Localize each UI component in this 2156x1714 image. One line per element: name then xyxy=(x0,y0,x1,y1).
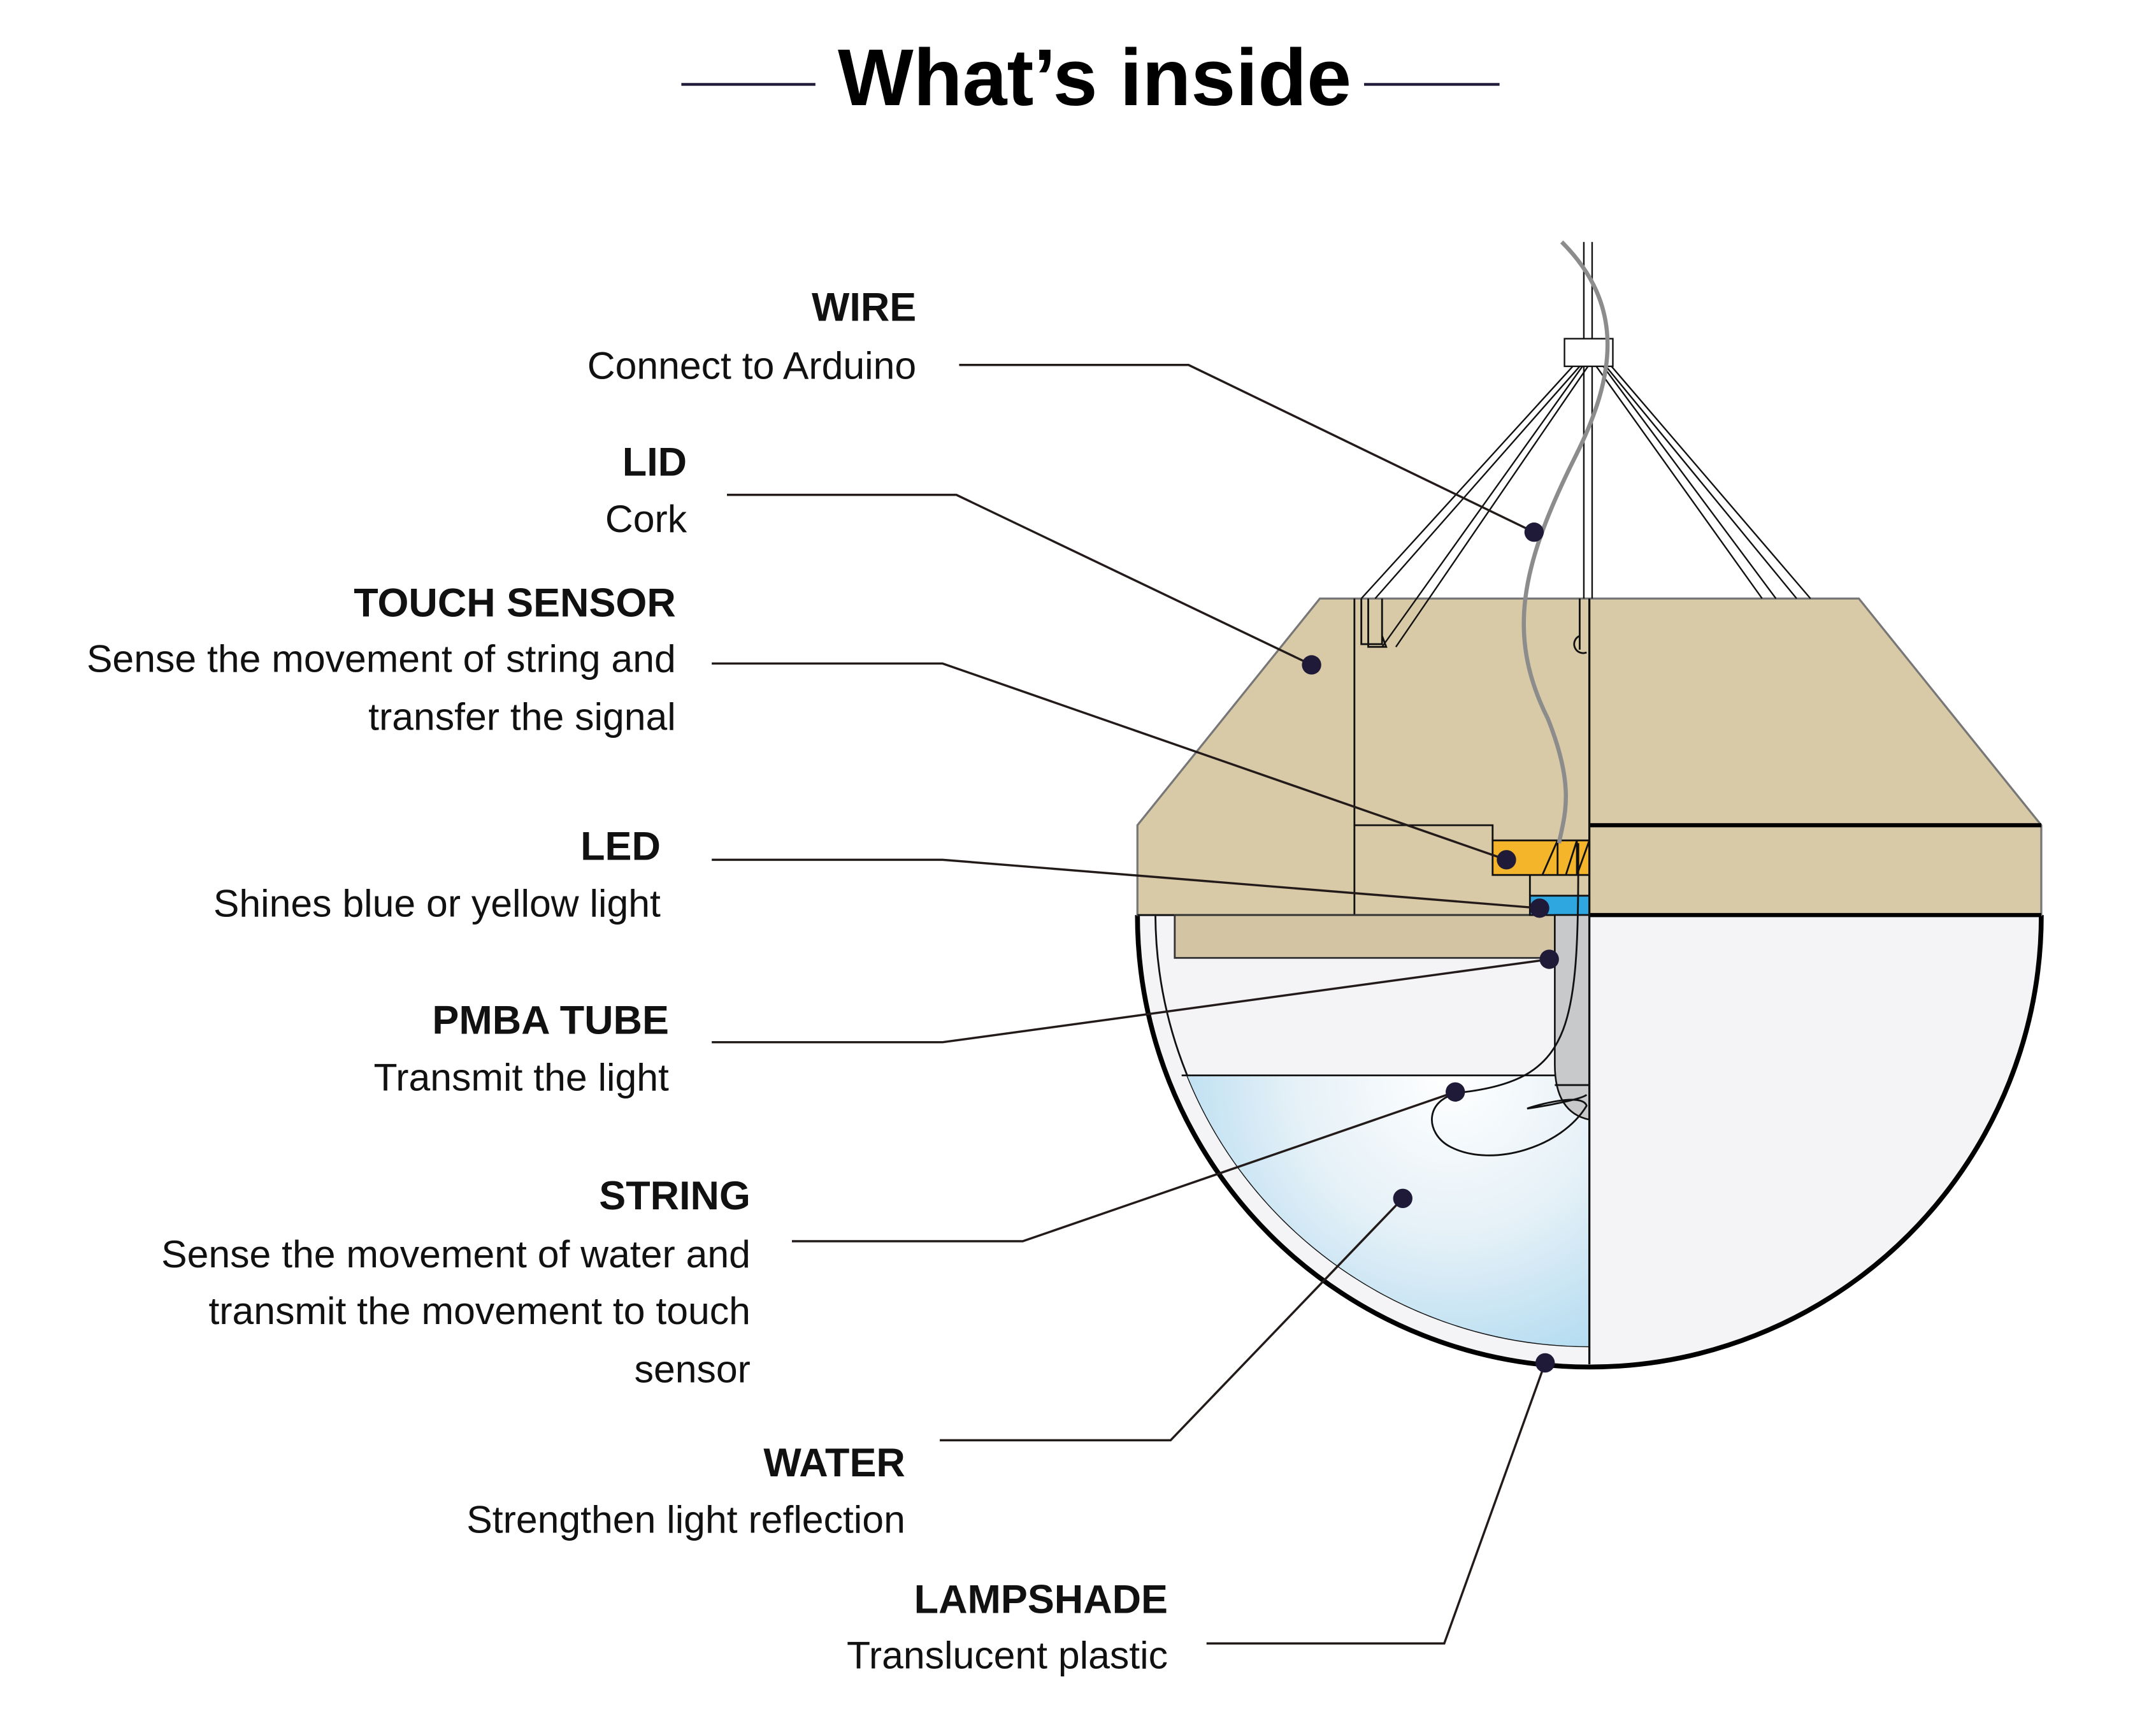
string xyxy=(1431,843,1588,1156)
label-lid: LID Cork xyxy=(605,440,687,540)
component-desc: transfer the signal xyxy=(368,695,676,738)
component-name: PMBA TUBE xyxy=(432,998,669,1043)
wire-dot xyxy=(1524,522,1544,542)
callout-dots xyxy=(1302,522,1559,1373)
label-led: LED Shines blue or yellow light xyxy=(213,824,661,925)
component-name: LED xyxy=(580,824,661,868)
component-name: TOUCH SENSOR xyxy=(354,581,676,626)
lid-dot xyxy=(1302,655,1321,675)
label-string: STRING Sense the movement of water and t… xyxy=(161,1174,751,1390)
component-name: WATER xyxy=(763,1441,905,1485)
component-name: WIRE xyxy=(812,285,916,329)
water xyxy=(1155,1075,1590,1346)
string-dot xyxy=(1446,1082,1465,1102)
pmba-tube xyxy=(1554,914,1590,1121)
component-name: STRING xyxy=(599,1174,751,1218)
component-desc: Sense the movement of water and xyxy=(161,1232,751,1276)
component-desc: Translucent plastic xyxy=(847,1633,1168,1676)
label-touch-sensor: TOUCH SENSOR Sense the movement of strin… xyxy=(87,581,676,738)
led-dot xyxy=(1530,898,1549,918)
page-title: What’s inside xyxy=(838,32,1351,122)
component-desc: Strengthen light reflection xyxy=(466,1498,905,1541)
label-water: WATER Strengthen light reflection xyxy=(466,1441,905,1541)
label-lampshade: LAMPSHADE Translucent plastic xyxy=(847,1578,1168,1677)
wire xyxy=(1521,240,1610,844)
component-desc: transmit the movement to touch xyxy=(208,1289,750,1332)
component-desc: Sense the movement of string and xyxy=(87,637,676,680)
pmba-tube-dot xyxy=(1539,949,1559,969)
label-wire: WIRE Connect to Arduino xyxy=(587,285,916,387)
leader-lines xyxy=(712,364,1549,1645)
component-desc: Connect to Arduino xyxy=(587,343,916,387)
component-name: LID xyxy=(622,440,687,484)
component-desc: Transmit the light xyxy=(373,1056,669,1099)
component-desc: sensor xyxy=(635,1347,751,1390)
lampshade-dot xyxy=(1535,1353,1555,1373)
component-desc: Cork xyxy=(605,497,687,540)
touch-sensor-dot xyxy=(1497,850,1516,870)
suspension xyxy=(1360,241,1811,647)
component-name: LAMPSHADE xyxy=(914,1578,1168,1622)
water-dot xyxy=(1393,1188,1412,1208)
component-desc: Shines blue or yellow light xyxy=(213,881,661,925)
label-pmba-tube: PMBA TUBE Transmit the light xyxy=(373,998,669,1099)
